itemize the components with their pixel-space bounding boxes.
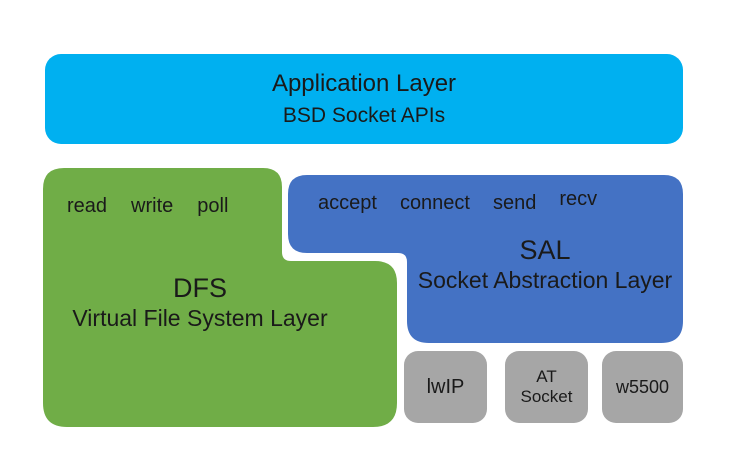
dfs-op-poll: poll — [197, 195, 229, 217]
sal-op-recv: recv — [559, 188, 598, 210]
dfs-layer-title: DFS Virtual File System Layer — [30, 272, 370, 332]
application-layer-box: Application Layer BSD Socket APIs — [45, 54, 683, 144]
bsd-socket-apis-label: BSD Socket APIs — [282, 104, 446, 127]
sal-layer-name: Socket Abstraction Layer — [417, 267, 673, 293]
dfs-op-read: read — [67, 195, 108, 217]
protocol-label-w5500: w5500 — [615, 376, 670, 397]
protocol-label-at-socket: AT Socket — [520, 367, 573, 406]
dfs-layer-name: Virtual File System Layer — [72, 305, 328, 331]
dfs-acronym: DFS — [173, 273, 227, 303]
dfs-operations: read write poll — [67, 194, 228, 218]
sal-op-connect: connect — [399, 192, 470, 214]
protocol-box-w5500: w5500 — [602, 351, 683, 423]
sal-acronym: SAL — [519, 235, 571, 265]
dfs-op-write: write — [131, 195, 174, 217]
sal-layer-title: SAL Socket Abstraction Layer — [407, 234, 683, 294]
protocol-box-lwip: lwIP — [404, 351, 487, 423]
application-layer-title: Application Layer — [271, 70, 457, 97]
protocol-box-at-socket: AT Socket — [505, 351, 588, 423]
sal-operations: accept connect send recv — [318, 188, 597, 215]
sal-op-send: send — [493, 192, 537, 214]
protocol-label-lwip: lwIP — [426, 375, 465, 398]
sal-op-accept: accept — [318, 192, 377, 214]
